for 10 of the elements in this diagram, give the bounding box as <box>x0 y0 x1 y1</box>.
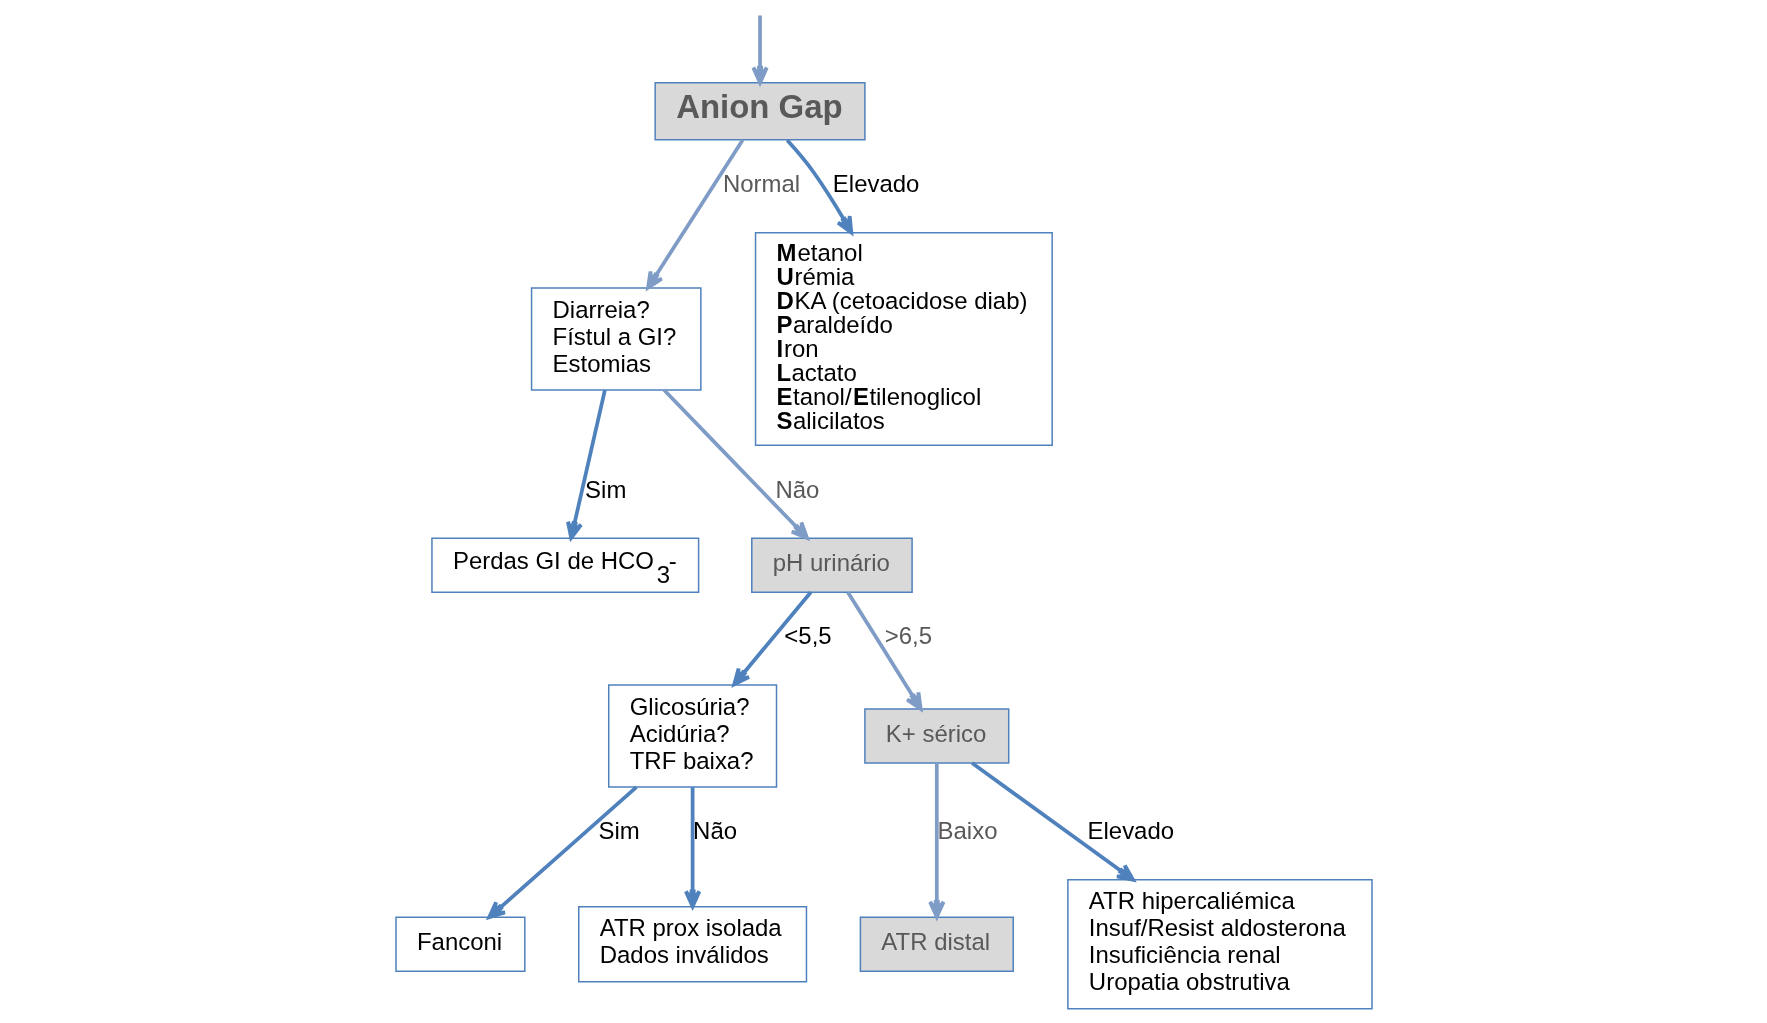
edge-label: Não <box>775 475 819 503</box>
edge-label: Não <box>692 817 737 845</box>
edge-label: Elevado <box>832 169 919 197</box>
edge-label: Sim <box>598 817 640 845</box>
edge-label: Normal <box>722 169 800 197</box>
edge-label: Sim <box>584 475 626 503</box>
edge-label: Baixo <box>937 817 997 845</box>
edge-label: >6,5 <box>884 622 932 650</box>
edge-label: Elevado <box>1087 817 1174 845</box>
edge-label: <5,5 <box>783 622 832 650</box>
